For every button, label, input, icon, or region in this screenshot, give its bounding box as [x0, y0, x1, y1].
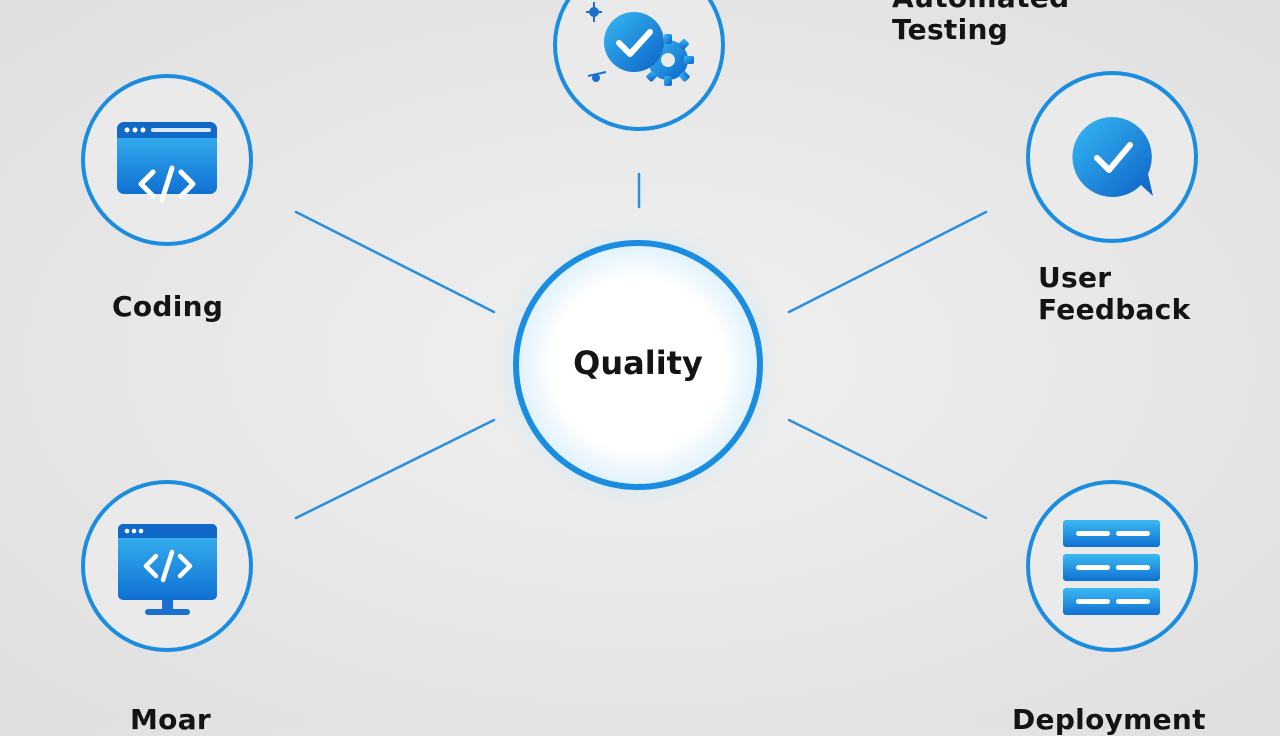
monitor-code-icon: [118, 524, 217, 615]
server-stack-icon: [1063, 520, 1160, 615]
node-automated-testing: [553, 0, 725, 131]
chat-check-icon: [1072, 117, 1153, 197]
node-user-feedback: [1026, 71, 1198, 243]
node-deployment: [1026, 480, 1198, 652]
label-coding: Coding: [112, 290, 224, 323]
browser-code-icon: [117, 122, 217, 203]
connector-lines: [294, 172, 988, 520]
quality-diagram: [81, 0, 1198, 652]
node-monitor: [81, 480, 253, 652]
label-automated-testing: Automated Testing: [892, 0, 1069, 46]
connector-monitor-node: [294, 418, 496, 520]
node-coding: [81, 74, 253, 246]
label-user-feedback: User Feedback: [1038, 261, 1191, 326]
label-deployment: Deployment: [1012, 703, 1206, 736]
connector-coding: [294, 210, 496, 314]
gear-check-icon: [586, 2, 694, 86]
connector-user-feedback: [787, 210, 988, 314]
center-hub: [488, 215, 788, 515]
label-monitor-node: Moar: [130, 703, 212, 736]
center-label-quality: Quality: [573, 344, 703, 382]
connector-deployment: [787, 418, 988, 520]
